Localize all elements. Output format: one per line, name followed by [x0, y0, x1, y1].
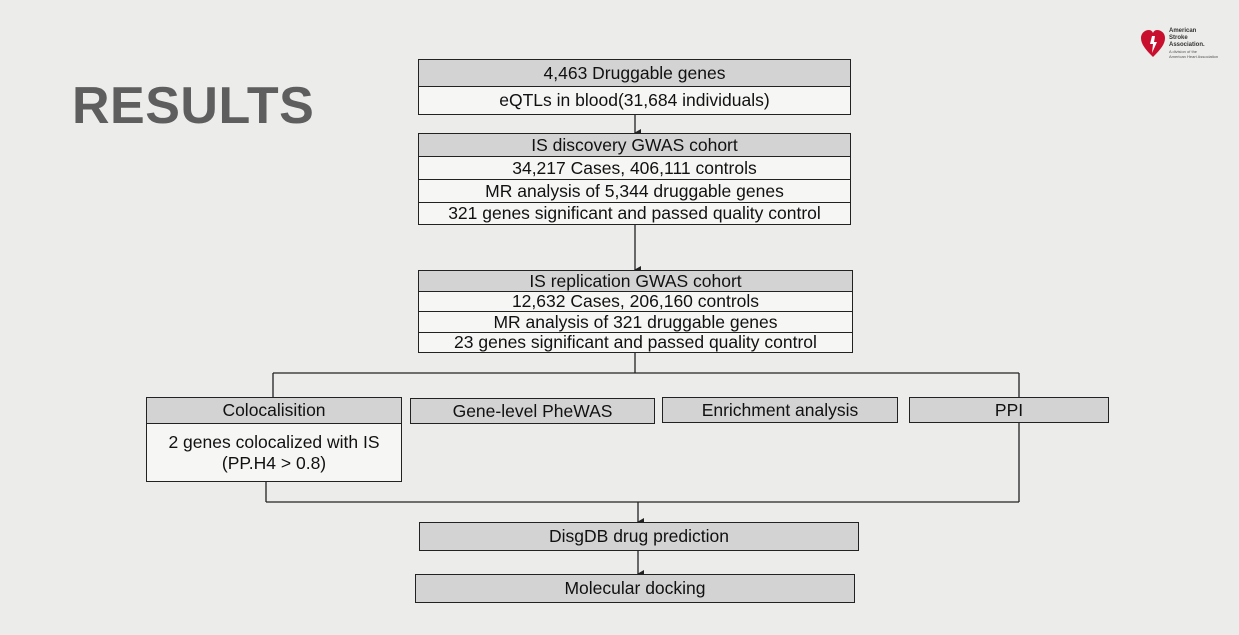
coloc-result-line: 2 genes colocalized with IS	[168, 432, 380, 453]
discovery-mr-box: MR analysis of 5,344 druggable genes	[418, 179, 851, 203]
heart-torch-icon	[1141, 29, 1165, 57]
replication-cases-box: 12,632 Cases, 206,160 controls	[418, 291, 853, 312]
logo-line: American	[1169, 28, 1197, 34]
coloc-result-line: (PP.H4 > 0.8)	[221, 452, 327, 473]
disgdb-box: DisgDB drug prediction	[419, 522, 859, 551]
discovery-cohort-header: IS discovery GWAS cohort	[418, 133, 851, 157]
replication-mr-box: MR analysis of 321 druggable genes	[418, 311, 853, 333]
ppi-box: PPI	[909, 397, 1109, 423]
logo-line: Association.	[1169, 42, 1205, 48]
eqtls-box: eQTLs in blood(31,684 individuals)	[418, 86, 851, 115]
logo-line: Stroke	[1169, 35, 1188, 41]
phewas-box: Gene-level PheWAS	[410, 398, 655, 424]
logo-subline: American Heart Association	[1169, 54, 1219, 59]
docking-box: Molecular docking	[415, 574, 855, 603]
replication-cohort-header: IS replication GWAS cohort	[418, 270, 853, 292]
colocalisation-box: Colocalisition	[146, 397, 402, 424]
logo-subline: A division of the	[1169, 49, 1198, 54]
replication-significant-box: 23 genes significant and passed quality …	[418, 332, 853, 353]
logo-wordmark: American Stroke Association. A division …	[1169, 28, 1218, 59]
enrichment-box: Enrichment analysis	[662, 397, 898, 423]
asa-logo: American Stroke Association. A division …	[1140, 28, 1218, 59]
druggable-genes-box: 4,463 Druggable genes	[418, 59, 851, 87]
slide-title: RESULTS	[72, 77, 315, 135]
colocalisation-result-box: 2 genes colocalized with IS (PP.H4 > 0.8…	[146, 423, 402, 482]
discovery-cases-box: 34,217 Cases, 406,111 controls	[418, 156, 851, 180]
discovery-significant-box: 321 genes significant and passed quality…	[418, 202, 851, 225]
